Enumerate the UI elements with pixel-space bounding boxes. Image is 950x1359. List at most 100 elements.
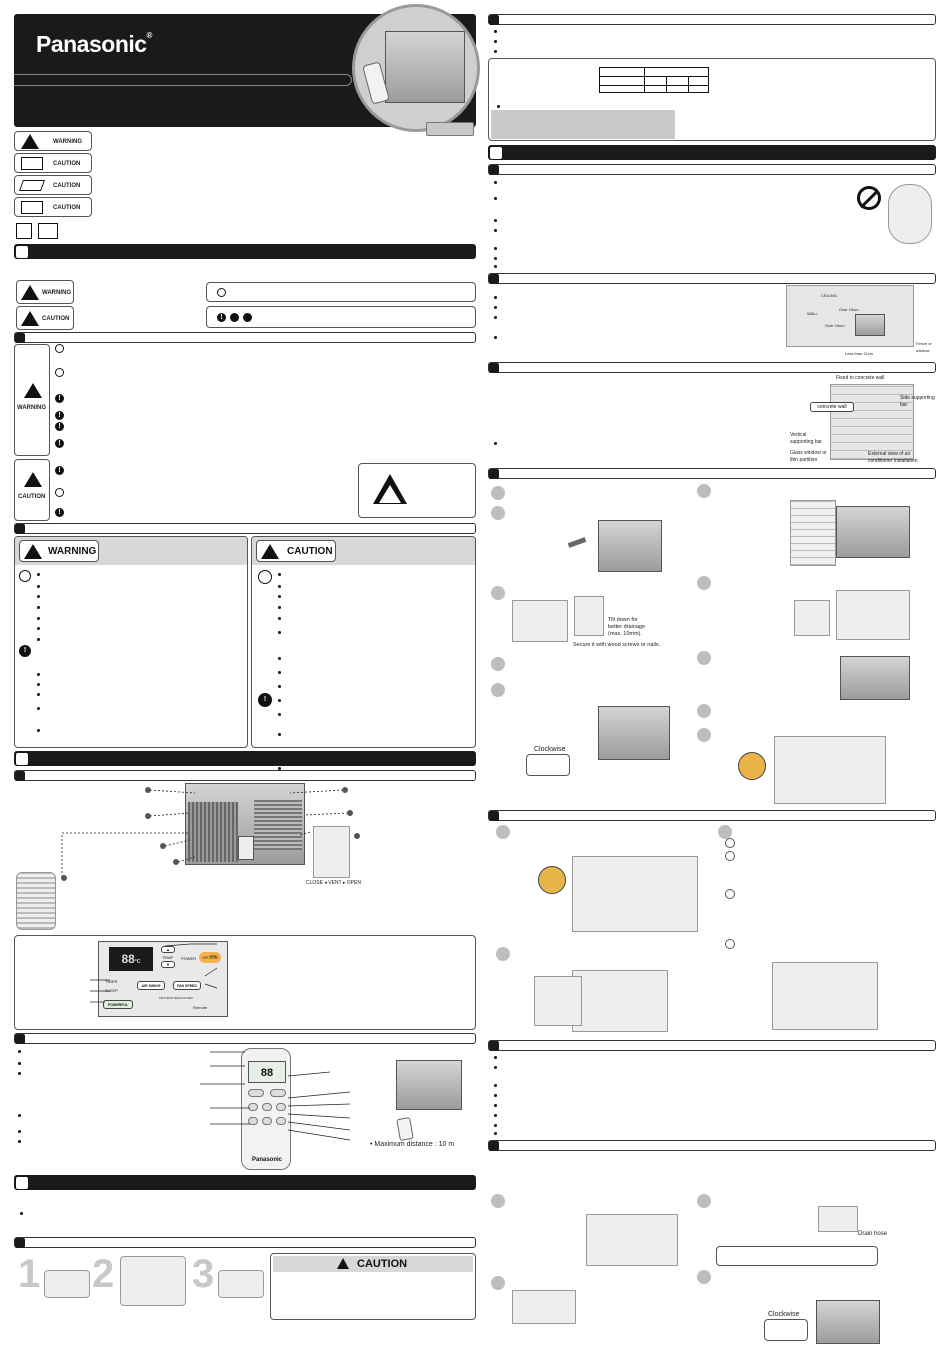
step-subcircle [725, 851, 735, 861]
step-circle [697, 704, 711, 718]
timer-button[interactable]: TIMER [105, 979, 118, 984]
info-icons [16, 223, 58, 239]
warning-icon [21, 134, 39, 149]
bullet [18, 1140, 21, 1143]
panel-removal-illustration [572, 970, 668, 1032]
section-marker [489, 165, 499, 175]
section-marker [489, 15, 499, 25]
clockwise-detail [526, 754, 570, 776]
legend-caution-info: CAUTION [14, 197, 92, 217]
title-rule [14, 74, 352, 86]
temp-up-button[interactable]: ▲ [161, 946, 175, 953]
mandatory-icon: ! [19, 645, 31, 657]
manual-icon [38, 223, 58, 239]
step-detail-4 [794, 600, 830, 636]
remote-button[interactable] [248, 1089, 264, 1097]
step-circle [697, 1194, 711, 1208]
section-header-parts [14, 751, 476, 766]
bullet [494, 1066, 497, 1069]
bullet [494, 336, 497, 339]
side-grille [254, 800, 302, 850]
temp-down-button[interactable]: ▼ [161, 961, 175, 968]
remote-button[interactable] [276, 1117, 286, 1125]
prohibited-icon [19, 570, 31, 582]
remote-button[interactable] [262, 1103, 272, 1111]
option-button[interactable]: OPTION [199, 952, 221, 963]
bullet [494, 219, 497, 222]
prohibited-icon [55, 488, 64, 497]
ground-icon [230, 313, 239, 322]
front-grille [188, 802, 238, 862]
bullet [494, 1114, 497, 1117]
unit-small-illustration [396, 1060, 462, 1110]
step-circle [491, 1194, 505, 1208]
right-subsection-header-5 [488, 468, 936, 479]
drain-note-box [716, 1246, 878, 1266]
panel-display: 88°C [109, 947, 153, 971]
remote-button[interactable] [270, 1089, 286, 1097]
louver-illustration [313, 826, 350, 878]
plug-icon [243, 313, 252, 322]
legend-warning-box: WARNING [16, 280, 74, 304]
bullet [494, 197, 497, 200]
bullet [37, 638, 40, 641]
bullet [37, 683, 40, 686]
drain-hose-illustration [818, 1206, 858, 1232]
bullet [494, 40, 497, 43]
air-conditioner-illustration [185, 783, 305, 865]
air-swing-button[interactable]: AIR SWING [137, 981, 165, 990]
remote-control: 88 Panasonic [241, 1048, 291, 1170]
sleep-button[interactable]: SLEEP [105, 988, 118, 993]
info-book-icon [21, 201, 43, 214]
control-panel-box: 88°C ▲ TEMP ▼ POWER OPTION TIMER SLEEP A… [14, 935, 476, 1030]
mandatory-icon: ! [258, 693, 272, 707]
concrete-wall-tag: concrete wall [810, 402, 854, 412]
no-gas-icon [857, 186, 881, 210]
model-tab [426, 122, 474, 136]
caution-icon [24, 472, 42, 487]
warning-block-tag: WARNING [14, 344, 50, 456]
bullet [278, 585, 281, 588]
bullet [37, 585, 40, 588]
powerful-button[interactable]: POWERFUL [103, 1000, 133, 1009]
battery-step-2 [120, 1256, 186, 1306]
bullet [18, 1072, 21, 1075]
gas-cylinder-illustration [888, 184, 932, 244]
remote-button[interactable] [248, 1103, 258, 1111]
cover-panel: Panasonic® [14, 4, 480, 136]
hot-surface-box [358, 463, 476, 518]
remote-button[interactable] [248, 1117, 258, 1125]
bullet [18, 1050, 21, 1053]
drain-final-illustration [816, 1300, 880, 1344]
power-button[interactable]: POWER [181, 956, 197, 961]
wall-mount-illustration [830, 384, 914, 460]
step-subcircle [725, 838, 735, 848]
book-icon [21, 157, 43, 170]
drain-step-illustration [586, 1214, 678, 1266]
prohibited-icon [55, 368, 64, 377]
right-subsection-header-8 [488, 1140, 936, 1151]
table-rule [600, 76, 708, 77]
no-gas-slash [859, 189, 880, 209]
section-marker [489, 811, 499, 821]
remote-button[interactable] [262, 1117, 272, 1125]
prohibited-icon [258, 570, 272, 584]
bullet [37, 673, 40, 676]
remote-button[interactable] [276, 1103, 286, 1111]
caution-column-tag: CAUTION [256, 540, 336, 562]
open-book-icon [18, 180, 46, 191]
filter-step-illustration [572, 856, 698, 932]
right-subsection-header-4 [488, 362, 936, 373]
bullet [37, 573, 40, 576]
section-marker [489, 469, 499, 479]
bullet [494, 1084, 497, 1087]
bullet [494, 257, 497, 260]
bullet [494, 1104, 497, 1107]
section-marker [489, 1041, 499, 1051]
right-subsection-header-1 [488, 14, 936, 25]
parts-callouts [61, 787, 360, 881]
step-illustration-2 [598, 706, 670, 760]
battery-step-1 [44, 1270, 90, 1298]
legend-caution-tools: CAUTION [14, 175, 92, 195]
fan-speed-button[interactable]: FAN SPEED [173, 981, 201, 990]
